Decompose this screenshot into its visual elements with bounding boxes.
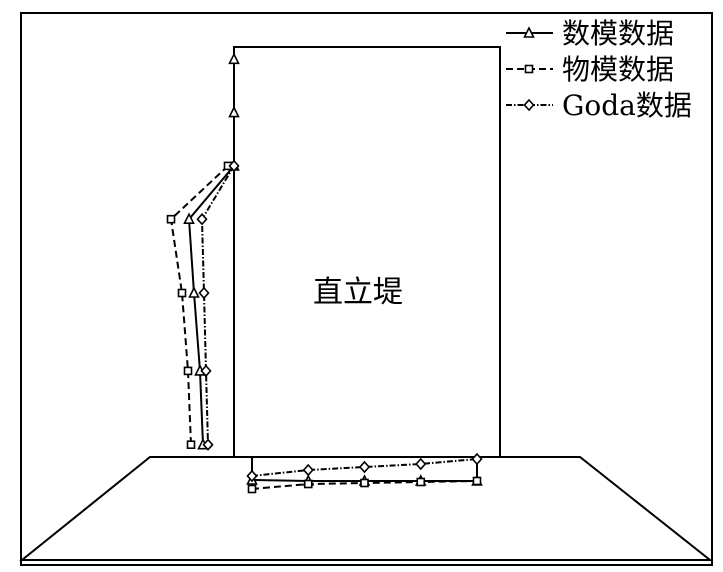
diamond-marker [198, 286, 210, 300]
legend-label: 数模数据 [562, 17, 674, 50]
triangle-marker [228, 105, 240, 118]
diamond-marker [471, 452, 483, 466]
square-marker [186, 440, 196, 450]
triangle-marker [228, 52, 240, 65]
diamond-marker [415, 457, 427, 471]
wall-pressure-line [169, 165, 229, 445]
vertical-breakwater [233, 46, 501, 458]
square-marker [416, 477, 426, 487]
square-legend-marker [524, 64, 534, 74]
square-marker [360, 478, 369, 488]
wall-series-square [166, 161, 233, 450]
diamond-marker [246, 469, 258, 483]
diamond-marker [196, 213, 208, 226]
diamond-marker [302, 463, 314, 477]
wall-series-triangle [183, 52, 240, 450]
triangle-marker [188, 286, 200, 298]
square-marker [472, 476, 482, 486]
uplift-series-diamond [246, 452, 483, 483]
square-marker [177, 288, 187, 298]
square-marker [247, 484, 257, 494]
legend-label: 物模数据 [562, 53, 674, 86]
diamond-marker [200, 364, 212, 378]
frame [20, 12, 713, 566]
diamond-marker [202, 438, 214, 451]
legend-item: Goda数据 [506, 89, 692, 122]
diamond-marker [358, 460, 371, 474]
diamond-legend-marker [523, 98, 535, 112]
legend-item: 物模数据 [506, 53, 674, 86]
legend-item: 数模数据 [506, 17, 674, 50]
triangle-legend-marker [523, 26, 535, 38]
wall-series-diamond [196, 159, 240, 451]
wall-pressure-line [200, 165, 235, 445]
square-marker [303, 479, 313, 489]
structure-label: 直立堤 [313, 275, 403, 310]
legend-label: Goda数据 [562, 89, 692, 122]
foundation-bed [19, 456, 713, 561]
square-marker [166, 214, 176, 224]
diamond-marker [228, 159, 240, 173]
wall-pressure-line [187, 59, 235, 445]
square-marker [183, 366, 193, 376]
uplift-series-square [247, 476, 482, 494]
triangle-marker [183, 212, 195, 224]
